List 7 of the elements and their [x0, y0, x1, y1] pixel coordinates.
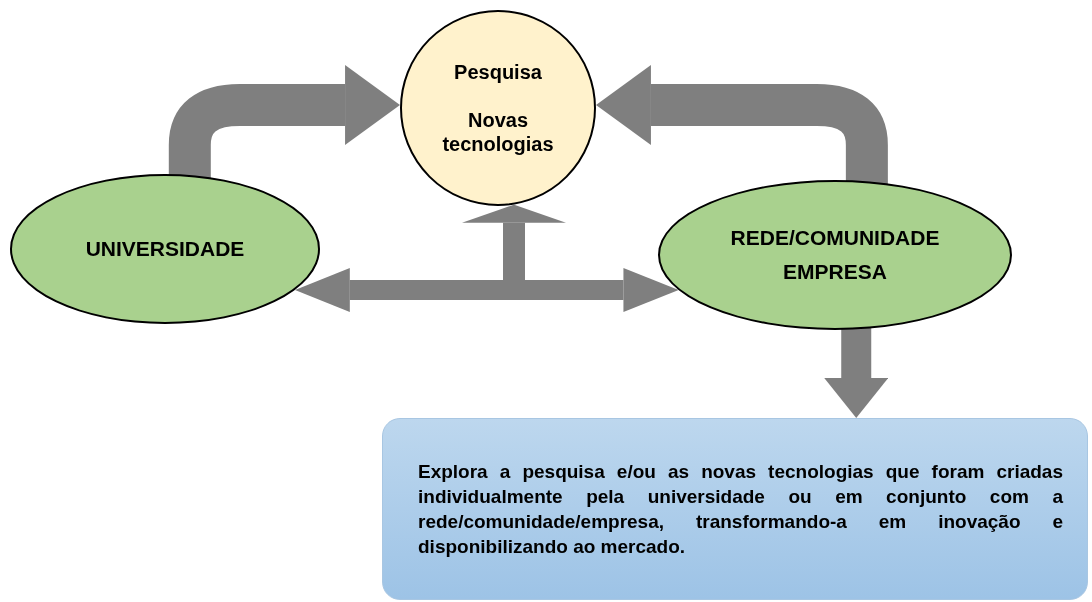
- node-label: Novas tecnologias: [441, 108, 555, 156]
- node-label: Explora a pesquisa e/ou as novas tecnologias que foram criadas individualmente pela universidade ou em conjunto com a rede/comunidade/empresa, transformando-a em inovação e disponibilizando ao mercado.: [418, 460, 1063, 559]
- node-label: Pesquisa: [454, 60, 542, 84]
- block-arrow: [294, 268, 679, 312]
- node-label: REDE/COMUNIDADE EMPRESA: [729, 225, 941, 285]
- text-box: [382, 418, 1088, 600]
- node-label: UNIVERSIDADE: [85, 236, 245, 263]
